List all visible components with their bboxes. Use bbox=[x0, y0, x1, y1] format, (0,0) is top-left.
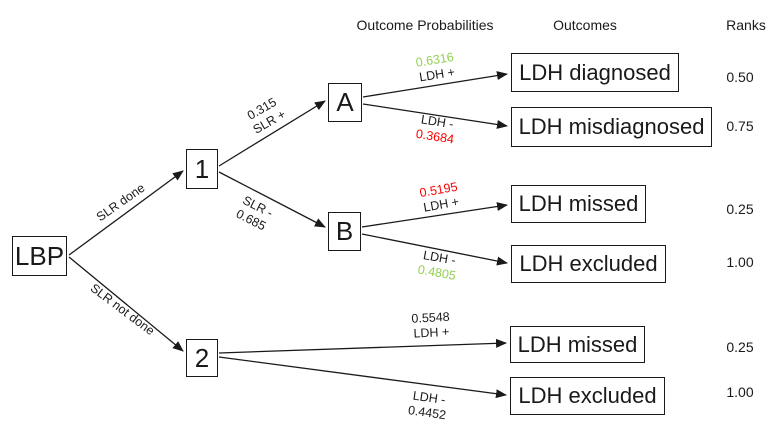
edge-2-to-missed bbox=[218, 338, 507, 354]
edge-label-a-ldh-pos: 0.6316 LDH + bbox=[415, 50, 458, 86]
edge-label-b-ldh-neg: LDH - 0.4805 bbox=[417, 248, 460, 285]
edge-1-to-b bbox=[218, 171, 326, 228]
rank-value: 1.00 bbox=[726, 384, 754, 400]
outcome-box-ldh-excluded-2: LDH excluded bbox=[510, 377, 665, 415]
decision-node-2: 2 bbox=[186, 339, 218, 377]
rank-value: 0.25 bbox=[726, 339, 754, 355]
root-node-lbp: LBP bbox=[12, 236, 67, 276]
edge-1-to-a bbox=[218, 100, 326, 167]
rank-value: 0.25 bbox=[726, 201, 754, 217]
edge-label-n2-ldh-neg: LDH - 0.4452 bbox=[407, 388, 449, 424]
column-header-probabilities: Outcome Probabilities bbox=[356, 17, 494, 33]
edge-lbp-to-1 bbox=[68, 170, 184, 256]
branch-label: LDH + bbox=[413, 325, 450, 341]
outcome-box-ldh-missed-2: LDH missed bbox=[510, 326, 645, 363]
chance-node-b: B bbox=[328, 212, 361, 251]
edge-lbp-to-2 bbox=[68, 256, 184, 352]
edge-a-to-misdiagnosed bbox=[362, 103, 508, 129]
chance-node-a: A bbox=[328, 83, 362, 122]
rank-value: 0.75 bbox=[726, 118, 754, 134]
outcome-box-ldh-misdiagnosed: LDH misdiagnosed bbox=[511, 107, 712, 147]
decision-node-1: 1 bbox=[186, 149, 218, 189]
outcome-box-ldh-excluded-b: LDH excluded bbox=[511, 245, 666, 283]
outcome-box-ldh-diagnosed: LDH diagnosed bbox=[511, 53, 679, 92]
edge-b-to-missed bbox=[361, 202, 508, 228]
edge-b-to-excluded bbox=[361, 233, 508, 266]
outcome-box-ldh-missed-b: LDH missed bbox=[511, 185, 646, 223]
column-header-outcomes: Outcomes bbox=[553, 17, 617, 33]
edge-2-to-excluded bbox=[218, 356, 507, 399]
edge-a-to-diagnosed bbox=[362, 71, 508, 98]
column-header-ranks: Ranks bbox=[726, 17, 766, 33]
edge-label-b-ldh-pos: 0.5195 LDH + bbox=[419, 180, 462, 217]
edge-label-n2-ldh-pos: 0.5548 LDH + bbox=[411, 310, 451, 342]
edge-label-a-ldh-neg: LDH - 0.3684 bbox=[415, 112, 458, 148]
rank-value: 0.50 bbox=[726, 69, 754, 85]
rank-value: 1.00 bbox=[726, 254, 754, 270]
